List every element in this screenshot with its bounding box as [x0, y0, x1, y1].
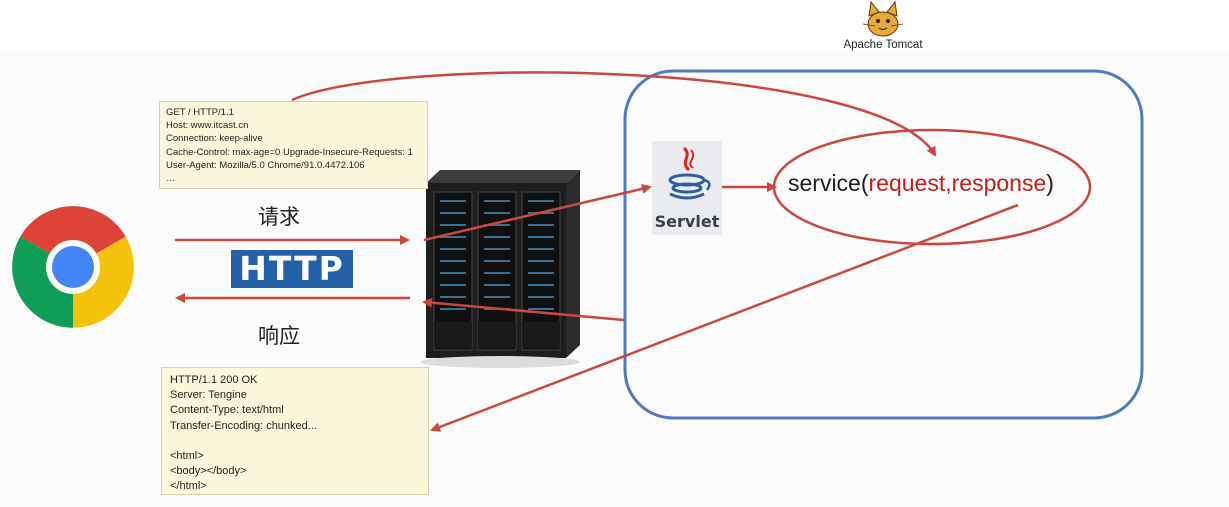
tomcat-caption: Apache Tomcat: [843, 39, 923, 51]
response-body: <body></body>: [170, 465, 247, 478]
response-blank-line: [170, 434, 420, 449]
http-badge: HTTP: [231, 250, 353, 288]
response-label: 响应: [258, 324, 300, 348]
request-cache-control: Cache-Control: max-age=0 Upgrade-Insecur…: [166, 146, 413, 158]
request-connection: Connection: keep-alive: [166, 133, 263, 145]
response-header-note: HTTP/1.1 200 OK Server: Tengine Content-…: [161, 367, 429, 495]
chrome-browser-icon: [12, 206, 134, 328]
request-header-note: GET / HTTP/1.1 Host: www.itcast.cn Conne…: [159, 101, 428, 189]
tomcat-logo-icon: [862, 0, 904, 37]
request-user-agent: User-Agent: Mozilla/5.0 Chrome/91.0.4472…: [166, 159, 365, 171]
tomcat-container: [623, 69, 1144, 420]
service-prefix: service(: [788, 170, 869, 196]
server-rack-icon: [420, 170, 580, 368]
java-servlet-icon: [668, 146, 711, 200]
response-html-open: <html>: [170, 450, 204, 463]
service-to-response-arrow: [430, 203, 1019, 432]
response-status: HTTP/1.1 200 OK: [170, 374, 258, 386]
service-method-text: service(request,response): [788, 170, 1054, 197]
server-to-servlet-arrow: [423, 183, 652, 242]
service-args: request,response: [868, 170, 1047, 196]
request-host: Host: www.itcast.cn: [166, 120, 249, 132]
service-suffix: ): [1046, 170, 1054, 196]
request-to-service-curve: [291, 71, 937, 157]
request-label: 请求: [258, 205, 300, 229]
response-content-type: Content-Type: text/html: [170, 404, 284, 417]
response-transfer-encoding: Transfer-Encoding: chunked...: [170, 419, 317, 432]
request-line: GET / HTTP/1.1: [166, 107, 234, 118]
tomcat-to-server-arrow: [422, 297, 625, 322]
request-ellipsis: …: [166, 173, 176, 185]
servlet-label: Servlet: [654, 212, 720, 231]
top-strip: [0, 0, 1229, 50]
response-server: Server: Tengine: [170, 389, 247, 402]
response-html-close: </html>: [170, 480, 207, 493]
